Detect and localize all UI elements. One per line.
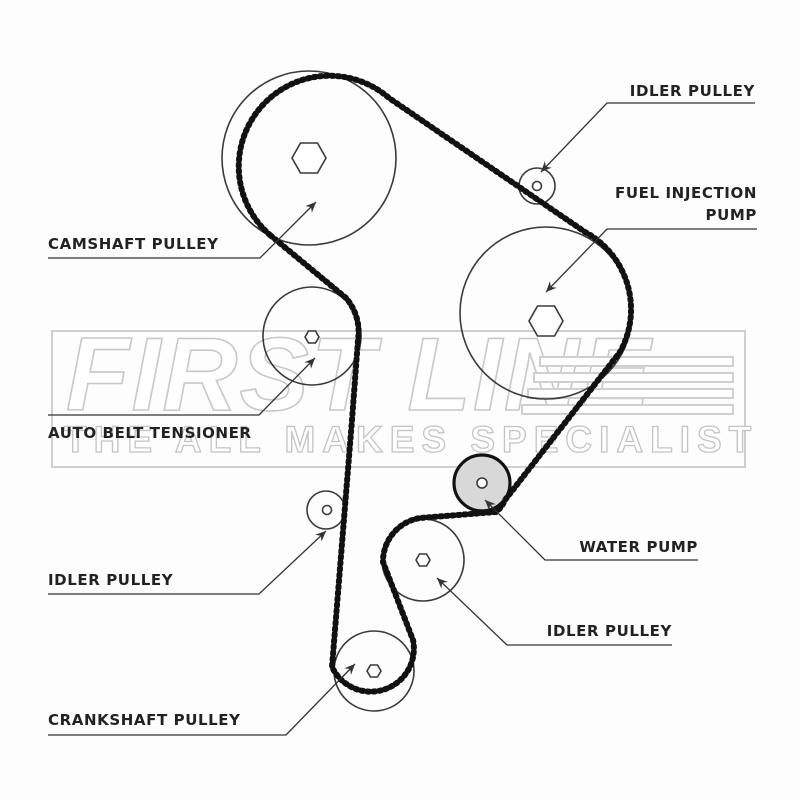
idler-pulley-left: [306, 490, 346, 530]
hex-hub-icon: [366, 664, 382, 678]
hex-hub-icon: [291, 142, 327, 174]
leader-line: [540, 102, 755, 173]
leader-line: [48, 201, 317, 259]
watermark: FIRST LINE THE ALL MAKES SPECIALIST: [51, 316, 758, 468]
callout-idler-pulley-left: IDLER PULLEY: [48, 530, 327, 595]
callout-crankshaft-pulley: CRANKSHAFT PULLEY: [48, 663, 356, 736]
leader-line: [436, 577, 672, 646]
leader-line: [545, 228, 757, 293]
hex-hub-icon: [528, 305, 564, 337]
ring-hub-icon: [476, 477, 488, 489]
label-water-pump: WATER PUMP: [579, 538, 698, 556]
ring-hub-icon: [531, 180, 543, 192]
leader-line: [48, 357, 316, 416]
camshaft-pulley: [221, 70, 397, 246]
callout-idler-pulley-top: IDLER PULLEY: [540, 82, 756, 173]
crankshaft-pulley: [333, 630, 415, 712]
label-auto-belt-tensioner: AUTO BELT TENSIONER: [48, 424, 252, 442]
hex-hub-icon: [415, 553, 431, 567]
watermark-tagline: THE ALL MAKES SPECIALIST: [64, 419, 758, 460]
watermark-frame: [51, 330, 746, 468]
leader-line: [484, 499, 698, 561]
leader-line: [48, 663, 356, 736]
callout-idler-pulley-bottom: IDLER PULLEY: [436, 577, 673, 646]
callout-camshaft-pulley: CAMSHAFT PULLEY: [48, 201, 317, 259]
label-fuel-injection-pump-line1: FUEL INJECTION: [615, 184, 757, 202]
label-crankshaft-pulley: CRANKSHAFT PULLEY: [48, 711, 241, 729]
hex-hub-icon: [304, 330, 320, 344]
label-camshaft-pulley: CAMSHAFT PULLEY: [48, 235, 219, 253]
callout-water-pump: WATER PUMP: [484, 499, 698, 561]
label-idler-pulley-left: IDLER PULLEY: [48, 571, 174, 589]
callout-auto-belt-tensioner: AUTO BELT TENSIONER: [48, 357, 316, 442]
ring-hub-icon: [321, 504, 333, 516]
label-idler-pulley-top: IDLER PULLEY: [630, 82, 756, 100]
watermark-speed-lines: [521, 356, 734, 415]
timing-belt: [235, 72, 635, 695]
label-fuel-injection-pump-line2: PUMP: [706, 206, 758, 224]
callout-fuel-injection-pump: FUEL INJECTION PUMP: [545, 184, 758, 293]
leader-line: [48, 530, 327, 595]
label-idler-pulley-bottom: IDLER PULLEY: [547, 622, 673, 640]
